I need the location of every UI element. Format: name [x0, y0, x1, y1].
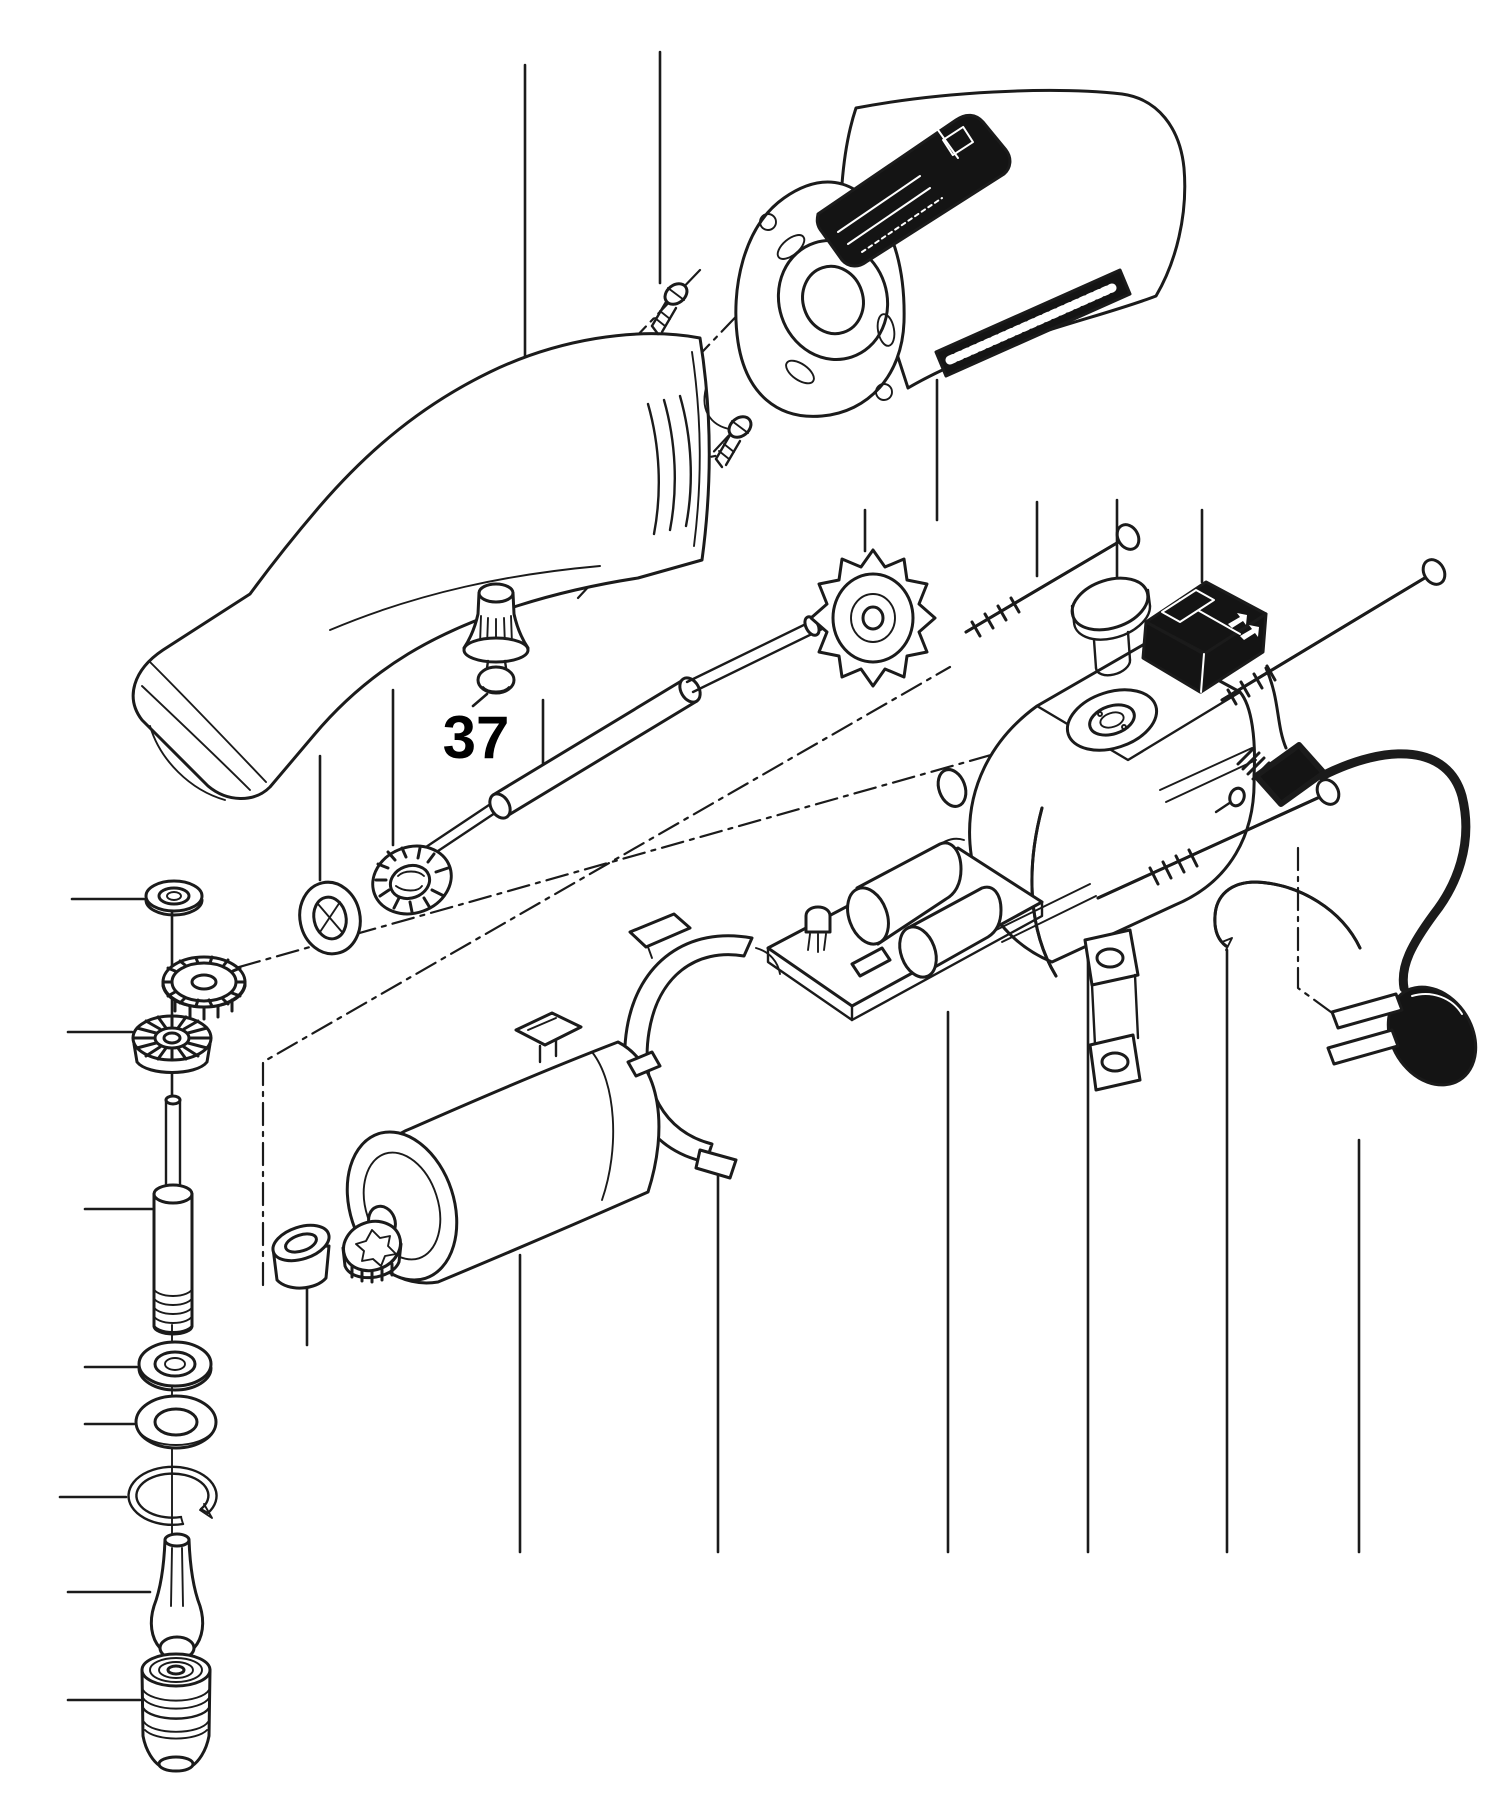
top-boss — [1065, 688, 1159, 752]
direction-arrow-icon — [1228, 613, 1247, 628]
ce-mark-icon — [942, 125, 974, 157]
ratchet-fan-wheel — [809, 548, 937, 688]
spindle-bearing — [137, 1340, 213, 1392]
spindle-lock-button-37 — [462, 582, 530, 695]
plug-prong — [1330, 992, 1404, 1030]
brand-strip — [934, 268, 1132, 378]
capacitor-2 — [898, 885, 1003, 979]
housing-screw-top — [650, 282, 689, 336]
washer — [134, 1394, 218, 1450]
pcb-assembly — [766, 768, 1044, 1022]
power-plug — [1326, 985, 1478, 1087]
output-spindle — [152, 1094, 194, 1336]
chuck — [140, 1652, 212, 1773]
motor-bushing — [271, 1223, 331, 1290]
retaining-ring — [127, 1465, 218, 1527]
housing-screw-lower — [714, 415, 753, 469]
gear-case-body — [968, 640, 1257, 1092]
rocker-switch — [1141, 580, 1268, 694]
power-cord — [1213, 749, 1471, 993]
rating-label — [815, 113, 1012, 268]
case-screw — [1214, 786, 1246, 814]
long-screw-1 — [964, 523, 1141, 638]
plug-prong — [1326, 1028, 1400, 1066]
rear-motor-housing — [703, 88, 1187, 431]
vent-slats — [646, 394, 692, 536]
callout-37-label: 37 — [443, 704, 510, 771]
resistor — [850, 946, 892, 978]
pinion-gear — [161, 955, 247, 1021]
transistor — [804, 905, 832, 953]
motor — [341, 1011, 662, 1285]
push-button — [1070, 576, 1152, 677]
direction-arrow-icon — [1240, 625, 1259, 640]
long-screw-3 — [1096, 778, 1341, 900]
motor-pinion — [341, 1204, 403, 1284]
mounting-ears — [1083, 928, 1142, 1092]
long-screw-2 — [1220, 558, 1447, 706]
knurled-collar — [371, 844, 453, 916]
brush-tab — [514, 1011, 583, 1064]
flanged-bearing — [144, 879, 204, 917]
shaft-bearing — [298, 880, 362, 956]
drive-shaft — [385, 599, 861, 884]
handle-housing — [131, 332, 711, 801]
capacitor — [846, 841, 963, 946]
rocker-knob — [1161, 589, 1215, 623]
bevel-gear — [131, 1014, 213, 1074]
nose-piece — [149, 1532, 205, 1661]
